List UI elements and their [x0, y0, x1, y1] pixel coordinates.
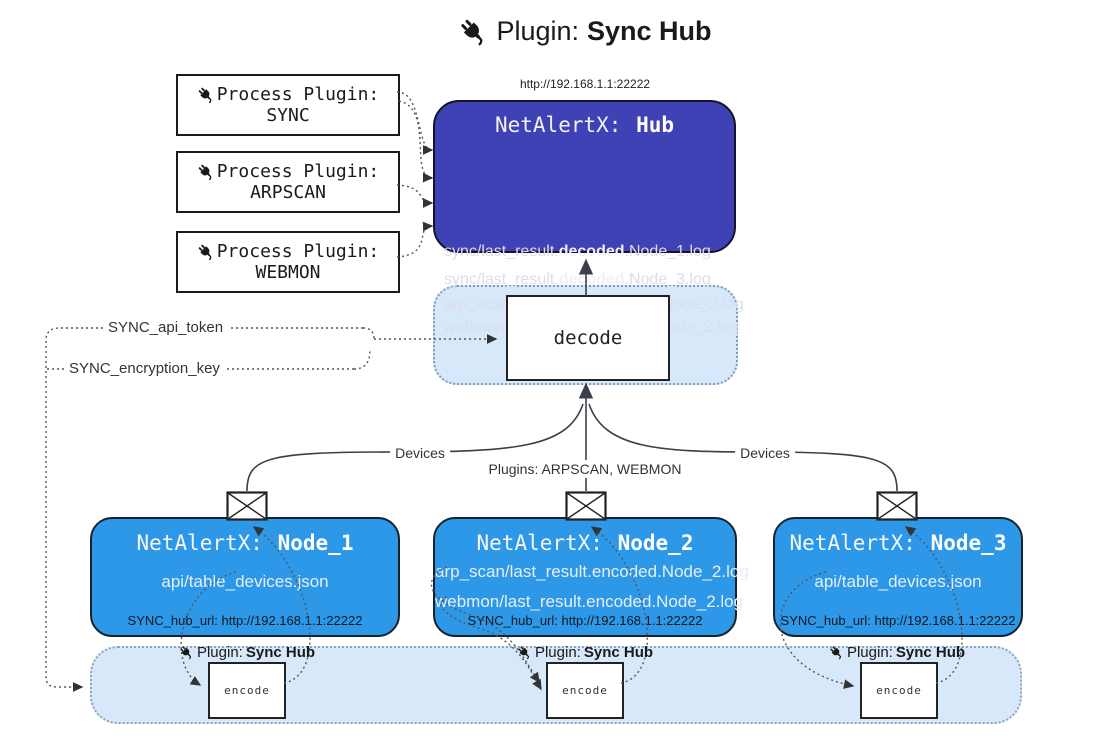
edge-label-devices-left: Devices — [390, 444, 450, 462]
plug-icon — [197, 163, 215, 181]
node-file: arp_scan/last_result.encoded.Node_2.log — [435, 562, 749, 581]
node-file: webmon/last_result.encoded.Node_2.log — [435, 592, 744, 611]
node-title: NetAlertX: Node_3 — [789, 531, 1007, 555]
encode-box: encode — [208, 662, 286, 719]
node-title: NetAlertX: Node_2 — [476, 531, 694, 555]
process-plugin-name: SYNC — [266, 105, 310, 126]
edge-label-devices-right: Devices — [735, 444, 795, 462]
node-hub-url: SYNC_hub_url: http://192.168.1.1:22222 — [127, 613, 363, 628]
node-2-box: NetAlertX: Node_2 arp_scan/last_result.e… — [433, 517, 749, 637]
diagram-title: Plugin: Sync Hub — [458, 16, 712, 47]
process-plugin-name: ARPSCAN — [250, 182, 326, 203]
hub-title-prefix: NetAlertX: — [494, 113, 622, 137]
node-hub-url: SYNC_hub_url: http://192.168.1.1:22222 — [467, 613, 703, 628]
process-plugin-label: Process Plugin: — [216, 241, 380, 262]
hub-box: NetAlertX: Hub sync/last_result.decoded.… — [433, 100, 744, 336]
node-title: NetAlertX: Node_1 — [136, 531, 354, 555]
plug-icon — [197, 86, 215, 104]
sync-encryption-key-label: SYNC_encryption_key — [64, 359, 225, 378]
node-file: api/table_devices.json — [161, 572, 329, 591]
sync-api-token-label: SYNC_api_token — [103, 318, 229, 337]
envelope-icon — [565, 491, 607, 521]
process-plugin-label: Process Plugin: — [216, 161, 380, 182]
plug-icon — [458, 17, 488, 47]
hub-log-line: sync/last_result.decoded.Node_3.log — [444, 271, 711, 288]
process-plugin-webmon: Process Plugin: WEBMON — [176, 231, 400, 293]
process-plugin-arpscan: Process Plugin: ARPSCAN — [176, 151, 400, 213]
process-plugin-name: WEBMON — [255, 262, 321, 283]
plugin-badge: Plugin: Sync Hub — [517, 644, 653, 661]
envelope-icon — [226, 491, 268, 521]
hub-log-line: sync/last_result.decoded.Node_1.log — [444, 243, 711, 260]
decode-box: decode — [506, 295, 670, 381]
edge-label-plugins: Plugins: ARPSCAN, WEBMON — [483, 460, 687, 478]
node-hub-url: SYNC_hub_url: http://192.168.1.1:22222 — [780, 613, 1016, 628]
plug-icon — [179, 645, 194, 660]
node-3-box: NetAlertX: Node_3 api/table_devices.json… — [773, 517, 1023, 637]
plugin-badge: Plugin: Sync Hub — [829, 644, 965, 661]
hub-title: NetAlertX: Hub — [435, 113, 734, 137]
envelope-icon — [876, 491, 918, 521]
plug-icon — [517, 645, 532, 660]
node-1-box: NetAlertX: Node_1 api/table_devices.json… — [90, 517, 400, 637]
encode-box: encode — [860, 662, 938, 719]
encode-box: encode — [546, 662, 624, 719]
hub-url-label: http://192.168.1.1:22222 — [519, 77, 651, 91]
process-plugin-sync: Process Plugin: SYNC — [176, 74, 400, 136]
hub-title-name: Hub — [636, 113, 675, 137]
process-plugin-label: Process Plugin: — [216, 84, 380, 105]
plugin-badge: Plugin: Sync Hub — [179, 644, 315, 661]
plug-icon — [197, 243, 215, 261]
title-prefix: Plugin: — [496, 16, 580, 46]
plug-icon — [829, 645, 844, 660]
node-file: api/table_devices.json — [814, 572, 982, 591]
title-name: Sync Hub — [587, 16, 712, 46]
